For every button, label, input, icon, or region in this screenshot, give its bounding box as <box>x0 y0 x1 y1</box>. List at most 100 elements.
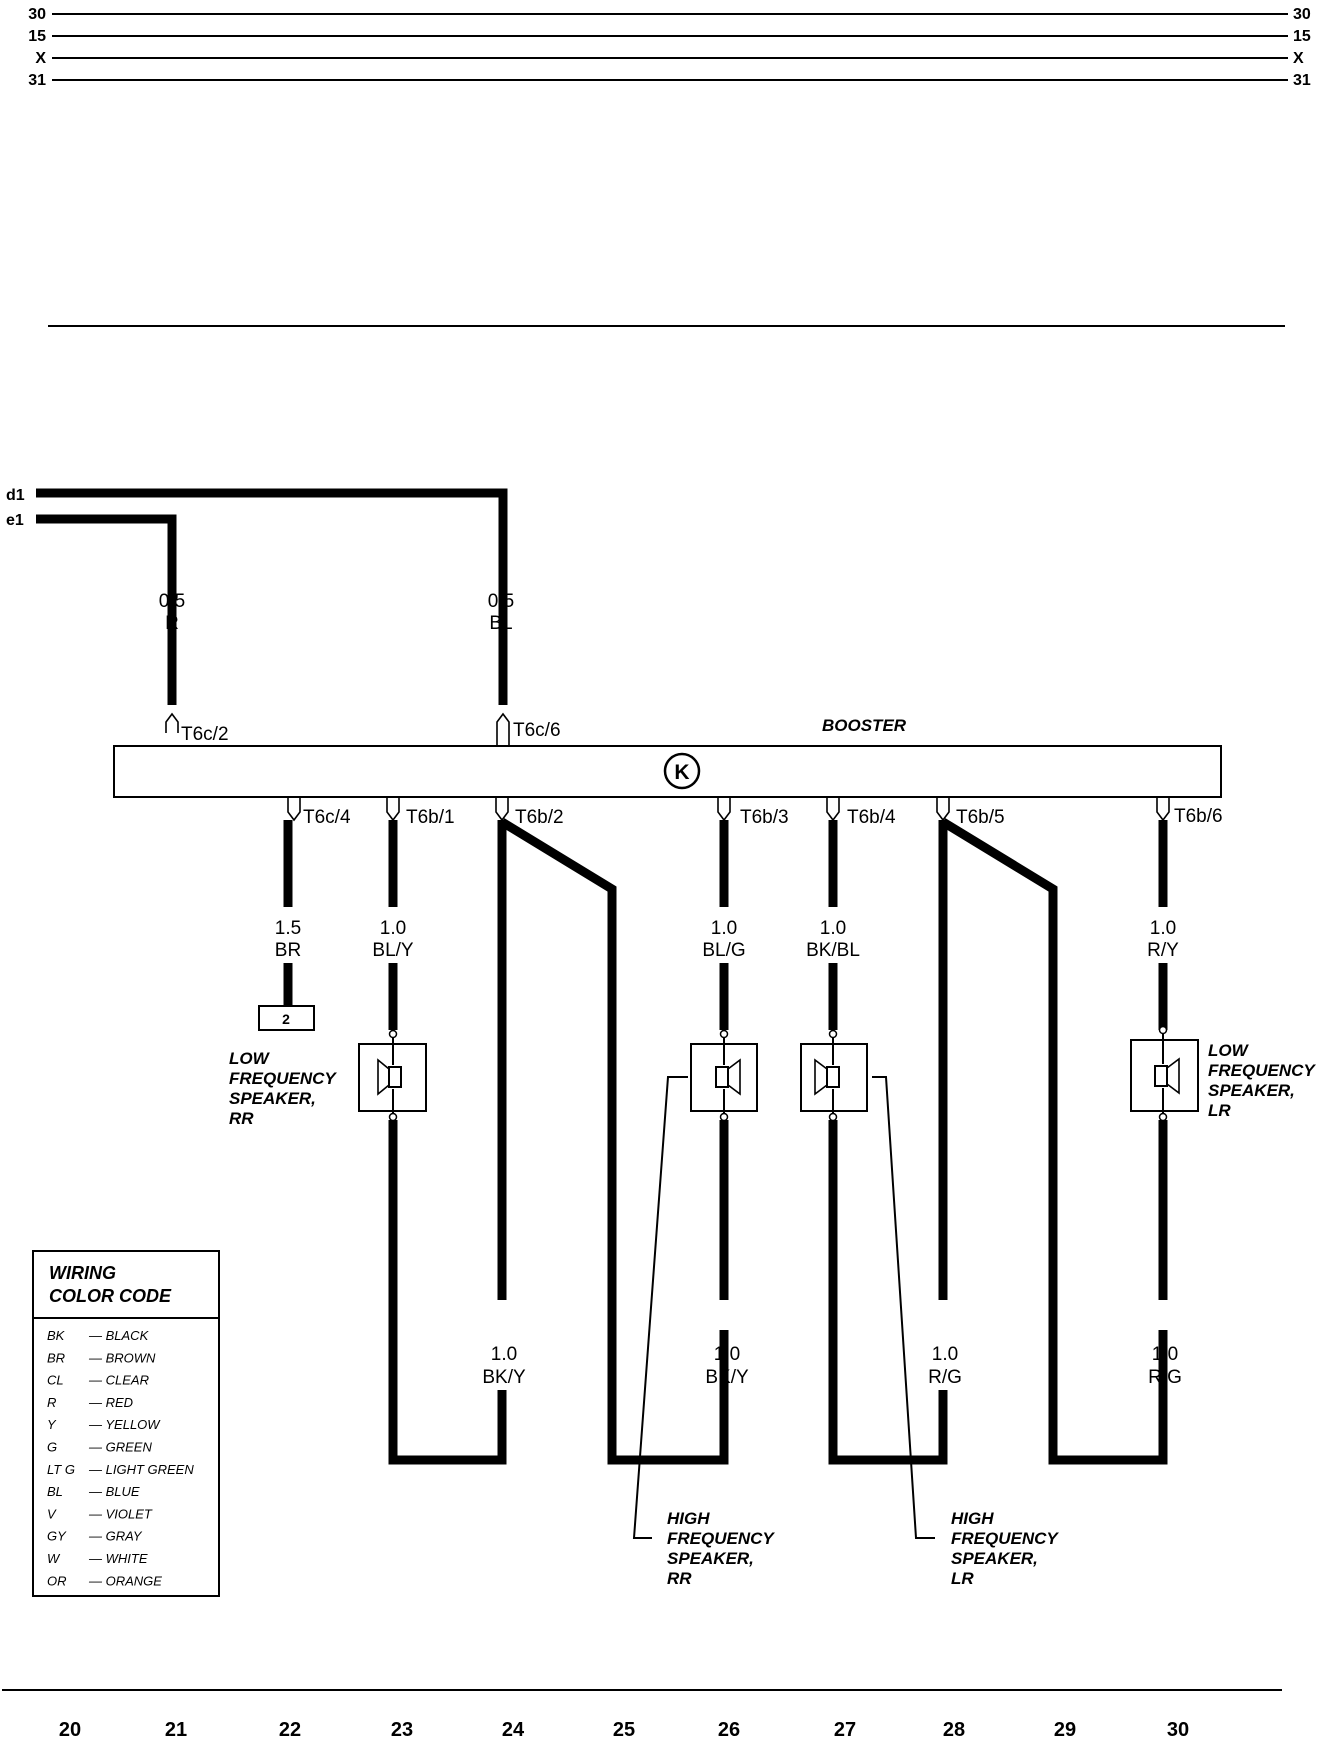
label-high-rr: HIGH FREQUENCY SPEAKER, RR <box>667 1509 775 1588</box>
label-high-lr: HIGH FREQUENCY SPEAKER, LR <box>951 1509 1059 1588</box>
terminal-dot <box>1158 1112 1168 1122</box>
booster-title: BOOSTER <box>822 716 907 735</box>
legend-title-line2: COLOR CODE <box>49 1286 172 1306</box>
wire-ry-color: R/Y <box>1147 940 1179 961</box>
legend-code: BL <box>47 1484 63 1499</box>
bus-label-right-30: 30 <box>1293 6 1311 23</box>
label-line: RR <box>667 1569 692 1588</box>
input-label-d1: d1 <box>6 487 25 504</box>
arrow-t6b6 <box>1156 797 1170 822</box>
speaker-icon-body <box>1154 1065 1168 1087</box>
arrow-t6b1 <box>386 797 400 822</box>
wire-r-size: 0.5 <box>159 591 185 612</box>
legend-color-name: — CLEAR <box>88 1373 149 1388</box>
legend-code: LT G <box>47 1462 75 1477</box>
terminal-dot <box>828 1112 838 1122</box>
label-line: SPEAKER, <box>667 1549 754 1568</box>
column-number: 30 <box>1167 1719 1189 1741</box>
arrow-t6c6 <box>496 712 510 747</box>
bus-label-left-31: 31 <box>28 72 46 89</box>
terminal-dot <box>1158 1025 1168 1035</box>
ground-reference-label: 2 <box>282 1011 290 1027</box>
speaker-low-lr <box>1130 1025 1199 1122</box>
wire-bky1-size: 1.0 <box>491 1344 517 1365</box>
wire-bky1-color: BK/Y <box>482 1367 526 1388</box>
label-low-rr: LOW FREQUENCY SPEAKER, RR <box>229 1049 337 1128</box>
connector-t6c-2: T6c/2 <box>181 724 229 745</box>
terminal-dot <box>719 1112 729 1122</box>
column-number: 24 <box>502 1719 525 1741</box>
column-number: 23 <box>391 1719 413 1741</box>
legend-color-name: — BLUE <box>88 1484 140 1499</box>
speaker-high-lr <box>800 1029 868 1122</box>
column-number: 29 <box>1054 1719 1076 1741</box>
legend-code: R <box>47 1395 56 1410</box>
connector-t6b-2: T6b/2 <box>515 807 564 828</box>
wire-e1 <box>36 514 177 705</box>
speaker-icon-cone <box>1166 1057 1180 1095</box>
wire-d1 <box>36 488 508 705</box>
leader-high-lr <box>872 1076 935 1539</box>
speaker-icon-body <box>826 1066 840 1088</box>
leader-high-rr <box>632 1076 688 1539</box>
speaker-icon-body <box>715 1066 729 1088</box>
wire-lfrr-return <box>388 1120 507 1465</box>
arrow-t6c4 <box>287 797 301 822</box>
legend-color-name: — GREEN <box>88 1440 152 1455</box>
legend-color-name: — LIGHT GREEN <box>88 1462 194 1477</box>
booster-box <box>113 745 1222 798</box>
legend-color-name: — GRAY <box>88 1529 143 1544</box>
legend-code: G <box>47 1440 57 1455</box>
label-line: FREQUENCY <box>229 1069 337 1088</box>
legend-code: BR <box>47 1350 65 1365</box>
bus-label-left-x: X <box>35 50 46 67</box>
wire-rg1-size: 1.0 <box>932 1344 958 1365</box>
label-line: HIGH <box>667 1509 710 1528</box>
bus-label-left-15: 15 <box>28 28 46 45</box>
legend-code: GY <box>47 1529 67 1544</box>
terminal-dot <box>719 1029 729 1039</box>
legend-code: OR <box>47 1573 67 1588</box>
legend-color-name: — ORANGE <box>88 1573 162 1588</box>
speaker-icon-cone <box>727 1058 741 1096</box>
wire-br-size: 1.5 <box>275 918 301 939</box>
speaker-box <box>1130 1039 1199 1112</box>
bus-label-right-15: 15 <box>1293 28 1311 45</box>
arrow-t6b3 <box>717 797 731 822</box>
connector-t6c-6: T6c/6 <box>513 720 561 741</box>
wire-bkbl-size: 1.0 <box>820 918 846 939</box>
label-low-lr: LOW FREQUENCY SPEAKER, LR <box>1208 1041 1316 1120</box>
arrow-t6b5 <box>936 797 950 822</box>
wire-bkbl-color: BK/BL <box>806 940 860 961</box>
wire-rg2-size: 1.0 <box>1152 1344 1178 1365</box>
wire-t6b5-loop <box>938 818 1168 1465</box>
label-line: FREQUENCY <box>951 1529 1059 1548</box>
wire-bly-size: 1.0 <box>380 918 406 939</box>
legend-color-name: — YELLOW <box>88 1417 161 1432</box>
connector-t6b-1: T6b/1 <box>406 807 455 828</box>
wire-blg-size: 1.0 <box>711 918 737 939</box>
legend-color-name: — VIOLET <box>88 1506 153 1521</box>
legend-color-name: — BROWN <box>88 1350 156 1365</box>
column-number: 21 <box>165 1719 187 1741</box>
legend-code: V <box>47 1506 57 1521</box>
legend-box <box>32 1250 220 1597</box>
column-number: 22 <box>279 1719 301 1741</box>
arrow-t6b2 <box>495 797 509 822</box>
speaker-high-rr <box>690 1029 758 1122</box>
legend-code: Y <box>47 1417 57 1432</box>
label-line: LR <box>1208 1101 1231 1120</box>
label-line: FREQUENCY <box>667 1529 775 1548</box>
wire-bl-color: BL <box>489 613 512 634</box>
legend-code: BK <box>47 1328 66 1343</box>
legend-color-name: — WHITE <box>88 1551 148 1566</box>
connector-t6b-6: T6b/6 <box>1174 806 1223 827</box>
arrow-t6c2 <box>165 712 179 733</box>
bus-label-right-x: X <box>1293 50 1304 67</box>
column-number: 25 <box>613 1719 635 1741</box>
speaker-icon-body <box>388 1066 402 1088</box>
